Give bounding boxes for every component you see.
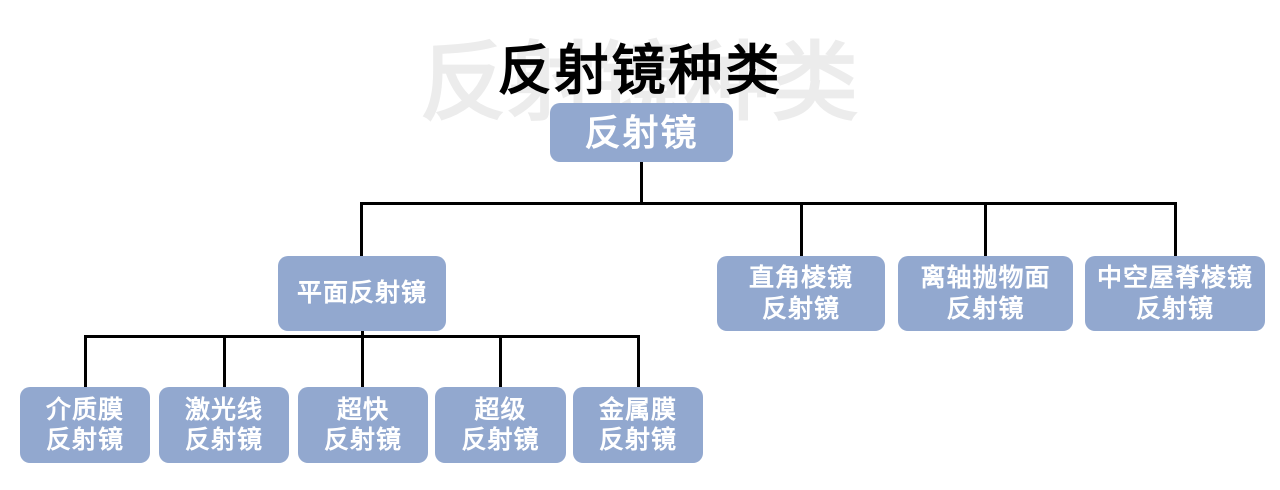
node-label-line2: 反射镜 [598,426,677,454]
node-off-axis-parabolic-mirror: 离轴抛物面 反射镜 [898,256,1073,331]
node-label-line2: 反射镜 [946,294,1025,323]
connector-drop-super [499,335,502,387]
node-label-line2: 反射镜 [1135,294,1214,323]
node-label-line1: 离轴抛物面 [920,264,1051,292]
connector-drop-off-axis-parabolic [984,203,987,256]
node-label-line1: 超快 [336,395,389,424]
connector-drop-laser-line [223,335,226,387]
node-dielectric-film-mirror: 介质膜 反射镜 [20,387,150,463]
node-metal-film-mirror: 金属膜 反射镜 [573,387,703,463]
node-ultrafast-mirror: 超快 反射镜 [298,387,428,463]
node-label-line1: 介质膜 [45,395,124,424]
node-label-line2: 反射镜 [461,426,540,454]
connector-level2-horizontal [360,202,1177,205]
node-label-line2: 反射镜 [184,426,263,454]
node-label-line1: 激光线 [184,395,263,424]
node-label-line1: 金属膜 [598,395,677,424]
node-plane-mirror: 平面反射镜 [278,256,446,331]
node-hollow-roof-prism-mirror: 中空屋脊棱镜 反射镜 [1085,256,1265,331]
node-label-line2: 反射镜 [45,426,124,454]
connector-drop-dielectric [84,335,87,387]
node-label: 反射镜 [584,111,699,153]
node-label-line2: 反射镜 [761,294,840,323]
node-label-line1: 中空屋脊棱镜 [1096,264,1253,292]
connector-drop-plane-mirror [360,203,363,256]
connector-root-stem [640,161,643,205]
node-super-mirror: 超级 反射镜 [435,387,566,463]
node-label-line1: 超级 [474,395,527,424]
connector-level3-horizontal [84,335,640,338]
connector-drop-hollow-roof-prism [1174,203,1177,256]
connector-drop-right-angle-prism [800,203,803,256]
connector-plane-mirror-stem [361,330,364,387]
node-label-line2: 反射镜 [323,426,402,454]
connector-drop-metal-film [637,335,640,387]
node-reflector-root: 反射镜 [550,103,733,162]
node-right-angle-prism-mirror: 直角棱镜 反射镜 [717,256,885,331]
node-label-line1: 直角棱镜 [748,264,853,292]
node-laser-line-mirror: 激光线 反射镜 [159,387,289,463]
node-label: 平面反射镜 [296,279,427,308]
page-title: 反射镜种类 [497,41,783,101]
